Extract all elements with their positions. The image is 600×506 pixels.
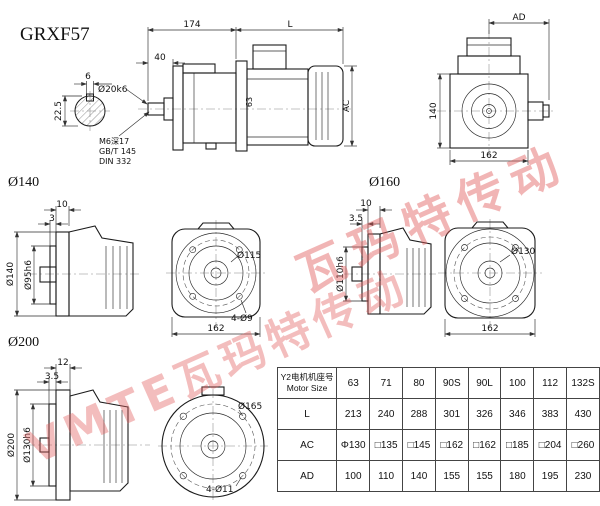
table-header-row: Y2电机机座号 Motor Size 63 71 80 90S 90L 100 … — [276, 367, 600, 399]
table-cell: 346 — [500, 398, 535, 430]
flange-200-heading: Ø200 — [8, 335, 39, 350]
flange-160-side-view: 10 3.5 Ø110h6 — [335, 199, 436, 315]
motor-size-label-cn: Y2电机机座号 — [280, 371, 334, 382]
dim-f140-bolt-circle: Ø115 — [237, 250, 261, 261]
note-f140-holes: 4-Ø9 — [231, 313, 253, 324]
dim-f160-spigot-depth: 3.5 — [349, 214, 363, 224]
table-col-header: 80 — [402, 367, 436, 399]
dim-f140-thickness: 10 — [56, 200, 68, 210]
row-label: AC — [276, 429, 338, 461]
table-cell: □185 — [500, 429, 535, 461]
flange-140-heading: Ø140 — [8, 175, 39, 190]
dim-motor-length: L — [287, 20, 292, 30]
dim-f200-spigot: Ø130h6 — [22, 427, 33, 463]
table-cell: □145 — [402, 429, 436, 461]
dim-end-height: 140 — [429, 102, 439, 119]
table-cell: □260 — [566, 429, 600, 461]
table-cell: □162 — [467, 429, 502, 461]
dim-f200-spigot-depth: 3.5 — [45, 372, 59, 382]
note-std1: GB/T 145 — [99, 147, 136, 156]
table-cell: □135 — [369, 429, 404, 461]
dim-shaft-length: 40 — [154, 53, 166, 63]
note-f200-holes: 4-Ø11 — [206, 484, 234, 495]
table-cell: 383 — [533, 398, 568, 430]
note-tap: M6深17 — [99, 137, 129, 146]
table-cell: 195 — [533, 460, 568, 492]
table-cell: Φ130 — [336, 429, 371, 461]
dim-key-width: 6 — [85, 72, 91, 82]
table-cell: 326 — [467, 398, 502, 430]
table-col-header: 90S — [434, 367, 469, 399]
dim-f160-spigot: Ø110h6 — [335, 256, 346, 292]
flange-160-front-view: Ø130 162 — [438, 219, 542, 337]
dimension-table: Y2电机机座号 Motor Size 63 71 80 90S 90L 100 … — [276, 367, 600, 492]
flange-140-side-view: 10 3 Ø140 Ø95h6 — [5, 200, 142, 317]
shaft-section-view: 6 22.5 Ø20k6 M6深17 GB/T 145 DIN 332 — [54, 72, 150, 166]
dim-depth: 22.5 — [54, 101, 64, 121]
dim-f140-od: Ø140 — [5, 262, 16, 287]
flange-160-heading: Ø160 — [369, 175, 400, 190]
dim-f160-width: 162 — [481, 324, 498, 334]
row-label: AD — [276, 460, 338, 492]
table-cell: 180 — [500, 460, 535, 492]
table-col-header: 132S — [566, 367, 600, 399]
dim-shaft-dia: Ø20k6 — [98, 84, 128, 95]
flange-200-side-view: 12 3.5 Ø200 Ø130h6 — [6, 358, 150, 501]
flange-200-front-view: Ø165 4-Ø11 — [158, 386, 268, 503]
table-cell: 140 — [402, 460, 436, 492]
dim-ad: AD — [512, 13, 525, 23]
dim-f160-bolt-circle: Ø130 — [511, 246, 536, 257]
table-cell: 230 — [566, 460, 600, 492]
table-cell: 100 — [336, 460, 371, 492]
side-view: 174 L 40 63 AC — [136, 20, 357, 152]
motor-size-label-en: Motor Size — [286, 383, 328, 393]
dim-f200-od: Ø200 — [6, 433, 17, 458]
table-cell: □204 — [533, 429, 568, 461]
note-std2: DIN 332 — [99, 157, 131, 166]
table-col-header: 90L — [467, 367, 502, 399]
table-row: L 213 240 288 301 326 346 383 430 — [276, 398, 600, 430]
end-view: AD 140 162 — [429, 13, 556, 165]
dim-f140-width: 162 — [207, 324, 224, 334]
dim-f140-spigot: Ø95h6 — [23, 260, 34, 290]
table-col-header: 100 — [500, 367, 535, 399]
table-cell: 155 — [434, 460, 469, 492]
dim-gear-length: 174 — [183, 20, 200, 30]
row-label: L — [276, 398, 338, 430]
dim-mid: 63 — [245, 97, 254, 107]
dim-end-width: 162 — [480, 151, 497, 161]
page-title: GRXF57 — [20, 24, 90, 45]
table-cell: 240 — [369, 398, 404, 430]
table-row: AC Φ130 □135 □145 □162 □162 □185 □204 □2… — [276, 429, 600, 461]
table-header-cell: Y2电机机座号 Motor Size — [276, 367, 338, 399]
table-cell: 301 — [434, 398, 469, 430]
table-col-header: 71 — [369, 367, 404, 399]
table-cell: □162 — [434, 429, 469, 461]
dim-f140-spigot-depth: 3 — [49, 214, 55, 224]
dim-ac: AC — [342, 100, 352, 112]
dim-f200-bolt-circle: Ø165 — [238, 401, 262, 412]
table-col-header: 112 — [533, 367, 568, 399]
table-cell: 288 — [402, 398, 436, 430]
table-col-header: 63 — [336, 367, 371, 399]
dim-f200-thickness: 12 — [57, 358, 68, 368]
table-cell: 430 — [566, 398, 600, 430]
table-cell: 213 — [336, 398, 371, 430]
table-cell: 110 — [369, 460, 404, 492]
table-cell: 155 — [467, 460, 502, 492]
flange-140-front-view: Ø115 4-Ø9 162 — [166, 220, 268, 337]
table-row: AD 100 110 140 155 155 180 195 230 — [276, 460, 600, 492]
dim-f160-thickness: 10 — [360, 199, 372, 209]
